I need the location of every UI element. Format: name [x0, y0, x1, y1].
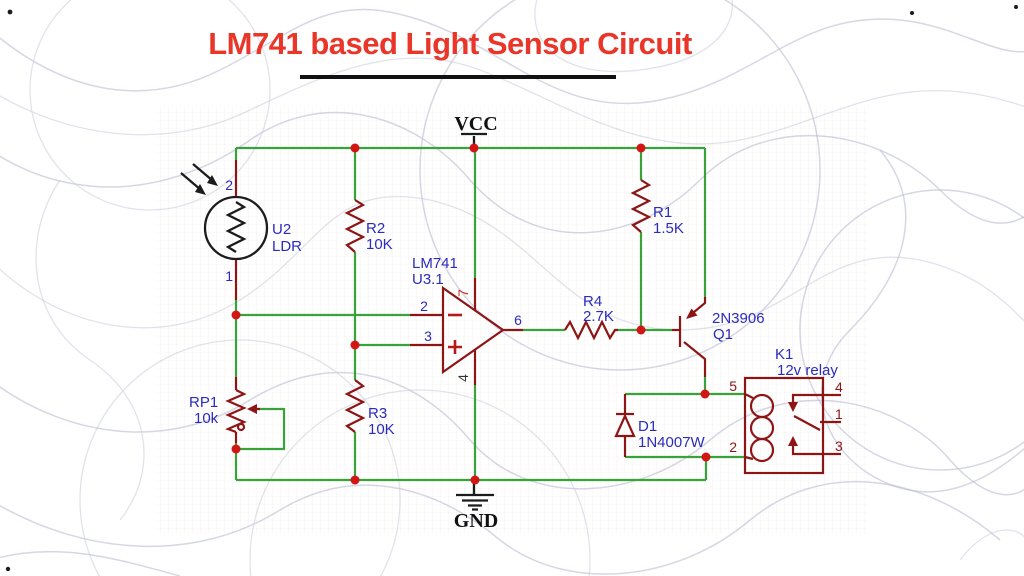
q1-value-label: 2N3906 [712, 310, 765, 327]
transistor-q1 [672, 297, 707, 377]
opamp-pin6-label: 6 [514, 312, 522, 328]
r3-value-label: 10K [368, 421, 395, 438]
q1-ref-label: Q1 [713, 326, 733, 343]
light-arrows-icon [180, 163, 218, 195]
d1-ref-label: D1 [638, 418, 657, 435]
r2-ref-label: R2 [366, 220, 385, 237]
potentiometer-rp1 [225, 377, 260, 443]
k1-pin4-label: 4 [835, 379, 843, 395]
rp1-ref-label: RP1 [189, 394, 218, 411]
relay-body [743, 376, 825, 475]
diode-d1 [614, 394, 636, 457]
contact-lever [793, 415, 821, 431]
opamp-symbol [410, 278, 523, 385]
r2-value-label: 10K [366, 236, 393, 253]
ldr-symbol [180, 160, 269, 300]
wire-pot-wiper-loop [236, 407, 286, 451]
opamp-triangle [441, 285, 505, 375]
d1-value-label: 1N4007W [638, 434, 706, 451]
anode-triangle [614, 413, 636, 438]
grid-paper [156, 106, 868, 534]
opamp-input-stubs [410, 313, 443, 347]
contact-arrow-up-icon [788, 436, 798, 446]
r4-value-label: 2.7K [583, 308, 614, 325]
title-underline [300, 75, 616, 79]
labels: VCC GND 2 1 U2 LDR R2 10K R3 10K R1 1.5K… [189, 113, 843, 532]
noninverting-input-icon [448, 340, 462, 354]
contact-arrow-down-icon [788, 402, 798, 412]
opamp-pin3-label: 3 [424, 328, 432, 344]
gnd-label: GND [454, 510, 498, 532]
resistor-r1 [630, 179, 652, 233]
k1-pin3-label: 3 [835, 438, 843, 454]
r3-ref-label: R3 [368, 405, 387, 422]
wires [234, 146, 745, 482]
resistor-r4 [564, 319, 618, 341]
junction-dots [231, 143, 711, 485]
k1-pin2-label: 2 [729, 439, 737, 455]
ldr-pin-bottom-label: 1 [225, 268, 233, 284]
emitter-arrow-icon [686, 308, 698, 319]
r4-ref-label: R4 [583, 293, 602, 310]
ldr-value-label: LDR [272, 238, 302, 255]
opamp-pin2-label: 2 [420, 298, 428, 314]
opamp-pin7-label: 7 [455, 289, 471, 297]
rp1-value-label: 10k [194, 410, 219, 427]
vcc-label: VCC [454, 113, 497, 135]
r1-value-label: 1.5K [653, 220, 684, 237]
relay-k1 [743, 376, 841, 475]
relay-contacts [788, 393, 841, 456]
opamp-ref-label: U3.1 [412, 271, 444, 288]
k1-ref-label: K1 [775, 346, 793, 363]
collector-lead [683, 341, 707, 377]
ldr-ref-label: U2 [272, 221, 291, 238]
k1-pin5-label: 5 [729, 378, 737, 394]
k1-pin1-label: 1 [835, 406, 843, 422]
pot-end-marker [236, 422, 246, 432]
page-title: LM741 based Light Sensor Circuit [208, 26, 692, 61]
opamp-value-label: LM741 [412, 255, 458, 272]
corner-specks [5, 5, 1018, 572]
ldr-pin-top-label: 2 [225, 177, 233, 193]
pot-wiper-arrow-icon [247, 404, 257, 414]
k1-value-label: 12v relay [777, 362, 838, 379]
resistor-r3 [344, 379, 366, 433]
opamp-pin4-label: 4 [455, 374, 471, 382]
ldr-circle [203, 195, 269, 261]
relay-coil [744, 393, 775, 463]
ldr-resistive-element [225, 201, 247, 253]
resistor-r2 [344, 199, 366, 253]
r1-ref-label: R1 [653, 204, 672, 221]
